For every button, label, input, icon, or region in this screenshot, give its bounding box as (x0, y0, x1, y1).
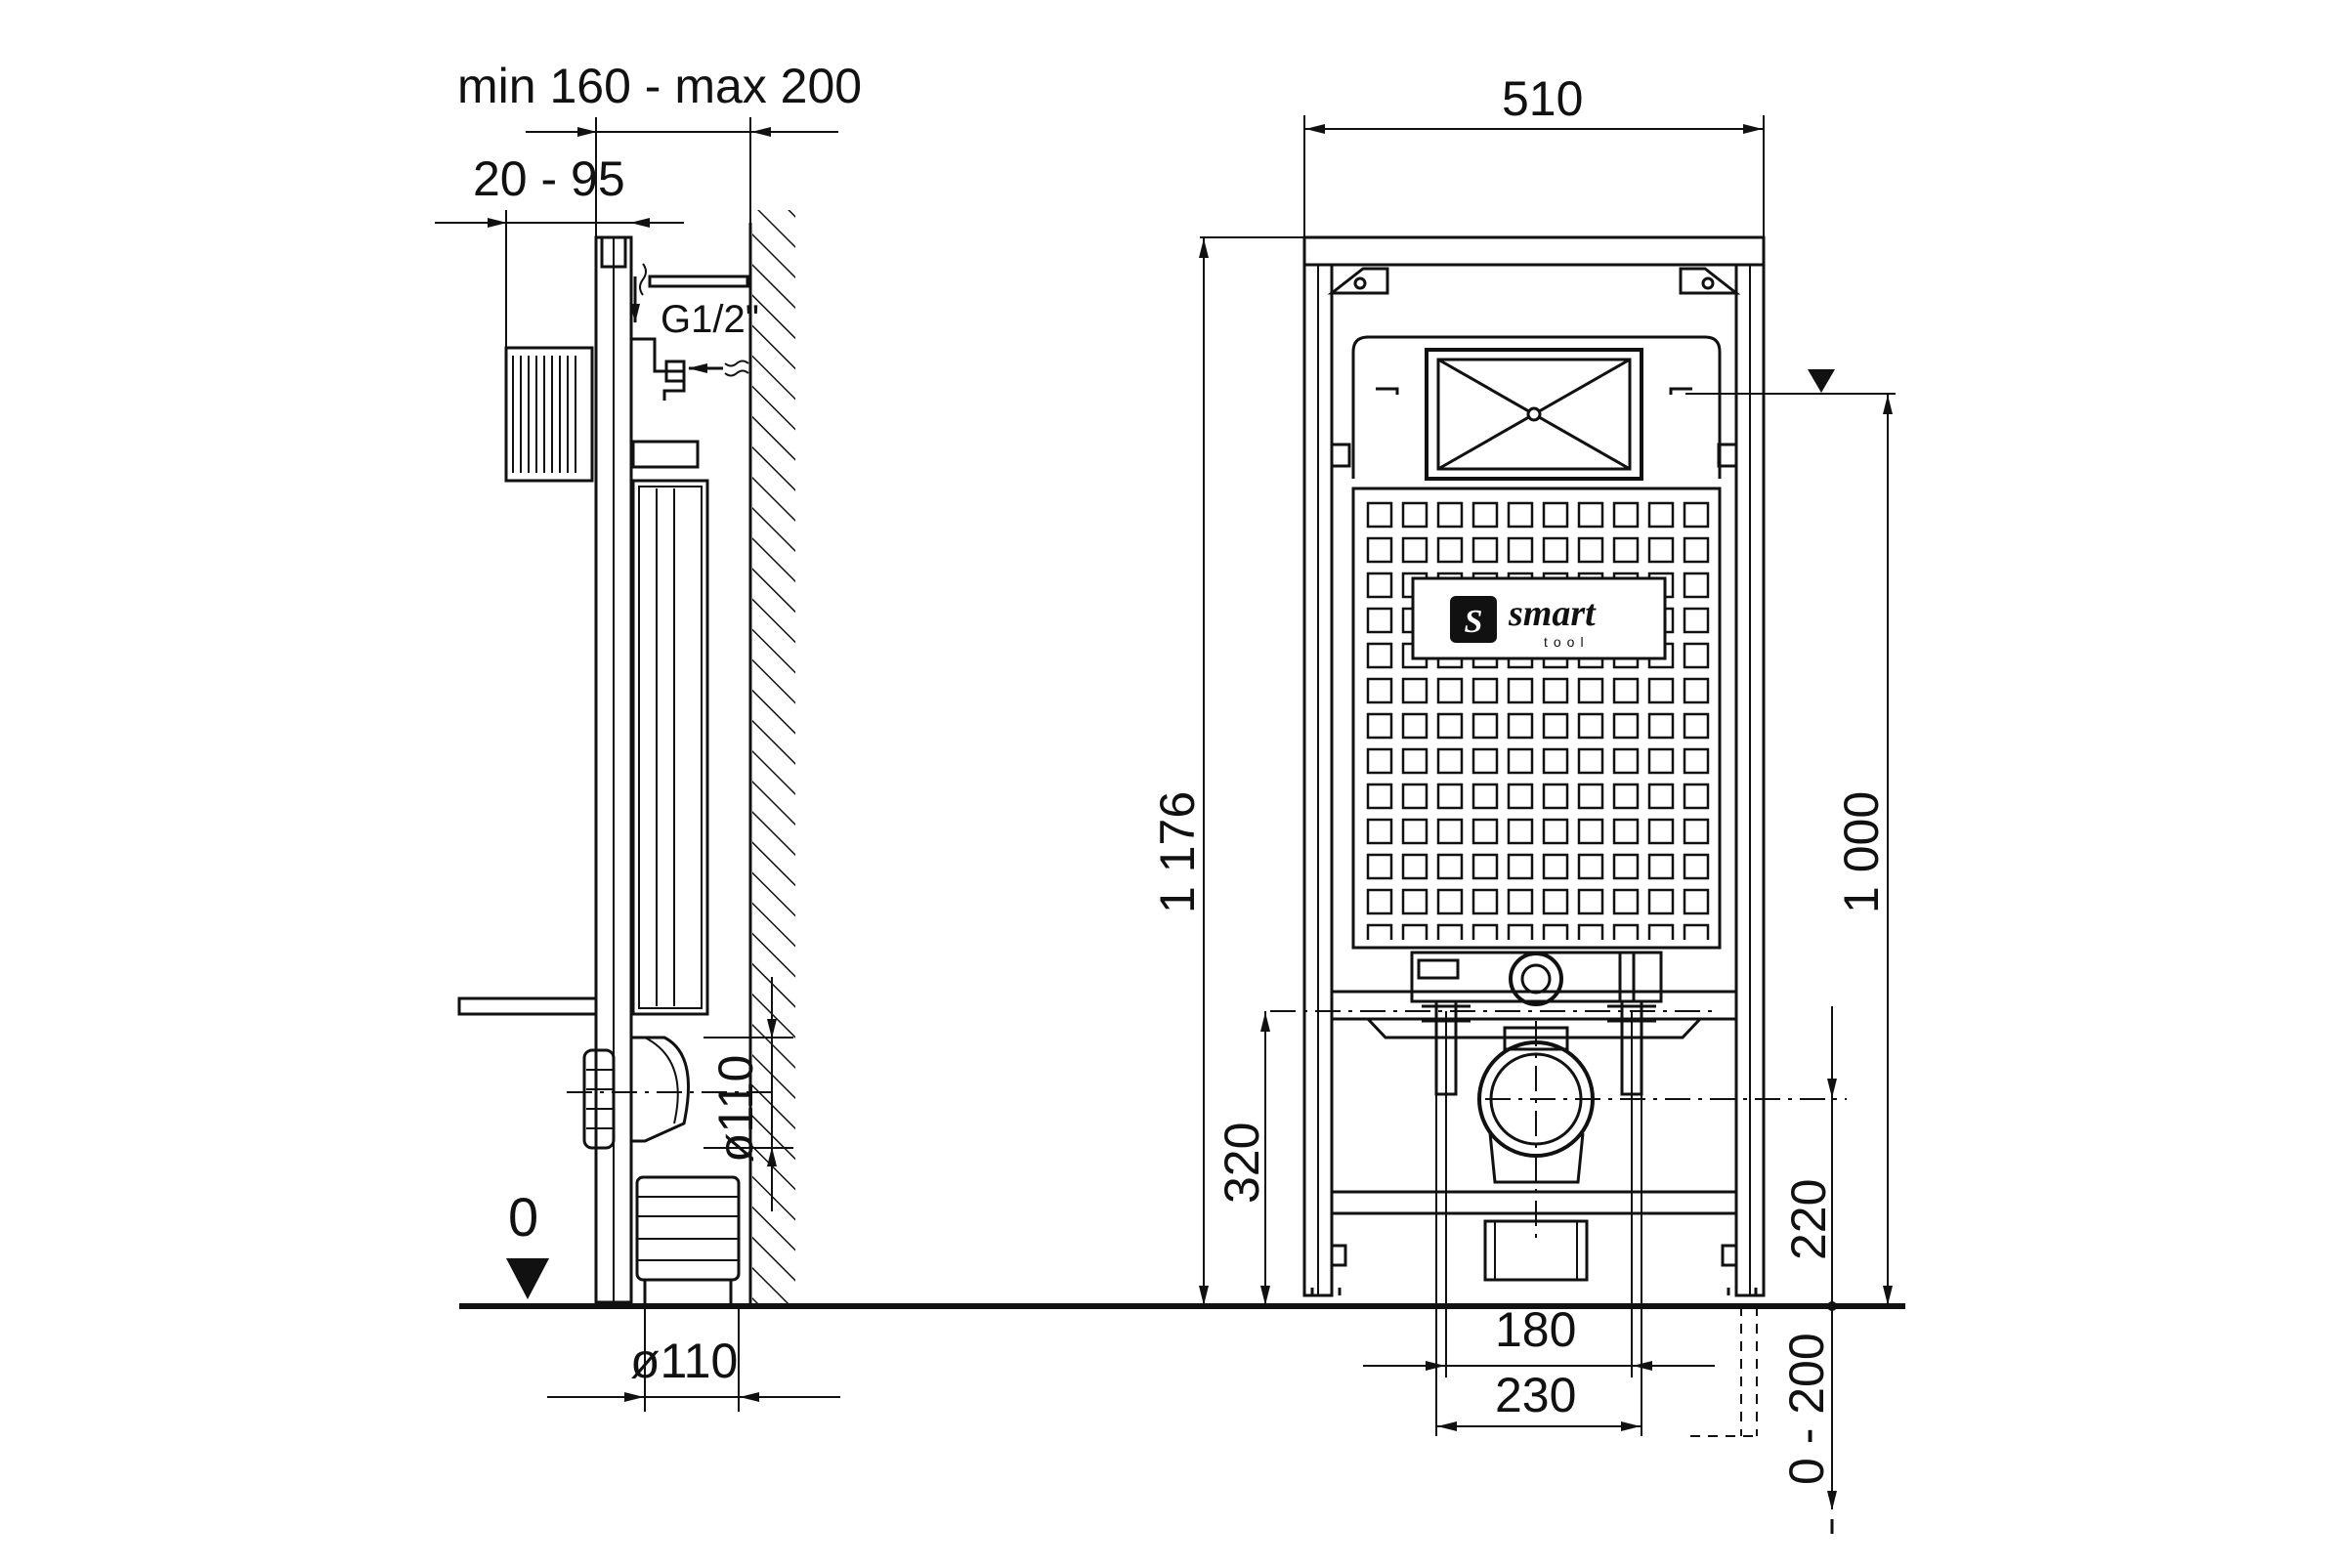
dim-drain-vertical: ø110 (708, 1055, 763, 1163)
dim-width: 510 (1502, 71, 1583, 126)
label-floor-level: 0 (508, 1186, 538, 1248)
dim-button-height: 1 000 (1834, 791, 1889, 913)
dim-stud-outer: 230 (1495, 1368, 1576, 1422)
water-pipe (648, 275, 749, 288)
wall-hatching (752, 210, 795, 1304)
flush-plate-opening (1425, 348, 1643, 481)
dim-floor-offset: 0 - 200 (1779, 1333, 1834, 1485)
floor-marker-icon (506, 1258, 549, 1299)
level-marker-icon (1808, 369, 1835, 393)
brand-sub: tool (1544, 634, 1590, 650)
frame-top-bar (1302, 235, 1766, 267)
cistern-side (631, 440, 700, 469)
cistern-body (631, 479, 709, 1016)
logo-badge-icon (1450, 596, 1497, 643)
support-bar (457, 996, 598, 1016)
svg-text:S: S (1465, 604, 1483, 640)
dim-stud-inner: 180 (1495, 1302, 1576, 1357)
dim-outlet-height: 220 (1781, 1179, 1836, 1260)
drain-pipe-side (635, 1175, 741, 1282)
dim-drain-height: 320 (1215, 1123, 1269, 1204)
frame-cross-bar (1330, 990, 1738, 1021)
brand-name: smart (1508, 593, 1597, 634)
dim-wall-thickness: min 160 - max 200 (457, 59, 862, 113)
dim-depth-adjust: 20 - 95 (473, 151, 625, 206)
front-view: S smart tool (1150, 71, 1896, 1534)
dim-drain-bottom: ø110 (630, 1334, 738, 1388)
side-view: min 160 - max 200 20 - 95 G1/2" ø110 ø11… (435, 59, 862, 1412)
dim-total-height: 1 176 (1150, 791, 1205, 913)
flush-bend (630, 1036, 690, 1143)
cistern-front (1351, 335, 1722, 479)
label-water-connection: G1/2" (661, 298, 759, 341)
cistern-grid-panel (1351, 487, 1722, 950)
flush-plate-side (504, 346, 594, 483)
